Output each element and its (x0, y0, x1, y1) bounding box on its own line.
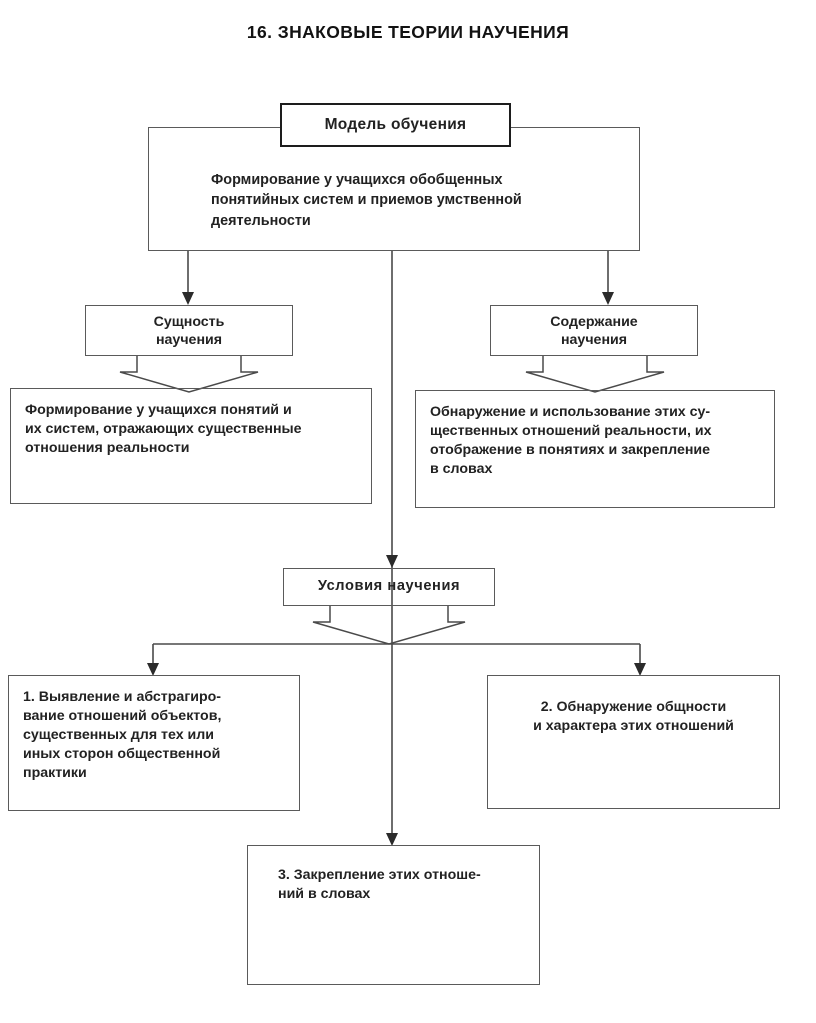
chevron-conditions (312, 606, 466, 645)
arrowhead-essence (182, 292, 194, 305)
model-outer-text: Формирование у учащихся обобщенных понят… (211, 172, 522, 229)
model-header-label: Модель обучения (324, 115, 467, 133)
chevron-content (525, 356, 665, 393)
condition-item-3: 3. Закрепление этих отноше- ний в словах (247, 845, 540, 985)
essence-detail-text: Формирование у учащихся понятий и их сис… (25, 402, 302, 456)
arrowhead-conditions (386, 555, 398, 568)
arrowhead-content (602, 292, 614, 305)
condition-item-2-text: 2. Обнаружение общности и характера этих… (533, 699, 734, 734)
essence-header-label: Сущность научения (153, 314, 225, 349)
page-title: 16. ЗНАКОВЫЕ ТЕОРИИ НАУЧЕНИЯ (246, 22, 570, 42)
content-detail-text: Обнаружение и использование этих су- щес… (430, 404, 712, 477)
conditions-header-label: Условия научения (317, 578, 461, 595)
model-header-box: Модель обучения (280, 103, 511, 147)
essence-header-box: Сущность научения (85, 305, 293, 356)
chevron-essence (119, 356, 259, 393)
content-header-box: Содержание научения (490, 305, 698, 356)
condition-item-1: 1. Выявление и абстрагиро- вание отношен… (8, 675, 300, 811)
condition-item-1-text: 1. Выявление и абстрагиро- вание отношен… (23, 689, 222, 781)
content-header-label: Содержание научения (550, 314, 638, 349)
content-detail-box: Обнаружение и использование этих су- щес… (415, 390, 775, 508)
essence-detail-box: Формирование у учащихся понятий и их сис… (10, 388, 372, 504)
condition-item-2: 2. Обнаружение общности и характера этих… (487, 675, 780, 809)
condition-item-3-text: 3. Закрепление этих отноше- ний в словах (278, 867, 481, 902)
conditions-header-box: Условия научения (283, 568, 495, 606)
model-outer-box: Формирование у учащихся обобщенных понят… (148, 127, 640, 251)
